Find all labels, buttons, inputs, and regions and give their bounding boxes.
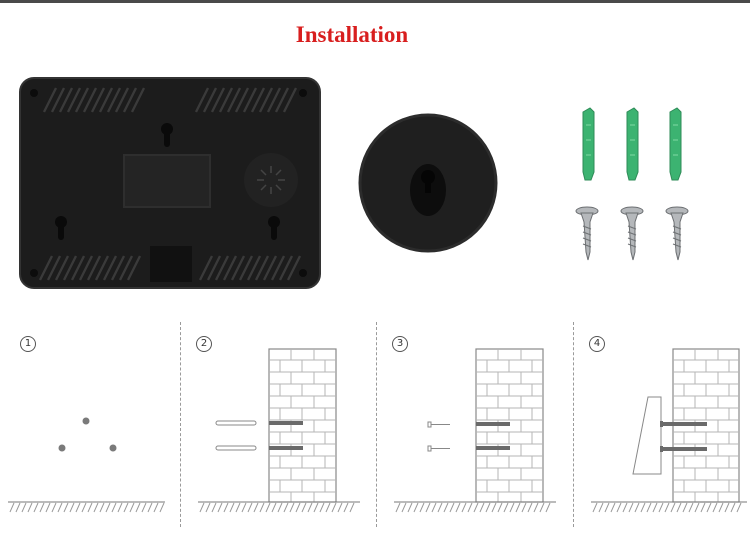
step-4-panel: 4 <box>573 322 750 527</box>
step-divider <box>573 322 574 527</box>
device-back-image <box>19 77 321 289</box>
brick-wall <box>268 348 337 503</box>
screw-in-anchor <box>660 421 707 452</box>
step-3-drawing <box>394 348 556 513</box>
step-2-panel: 2 <box>180 322 376 527</box>
step-2-drawing <box>198 348 360 513</box>
anchor-outline <box>215 420 257 451</box>
wall-anchors-image <box>582 107 682 181</box>
step-2-number: 2 <box>196 336 212 352</box>
drill-mark <box>58 444 66 452</box>
product-photos <box>19 77 689 289</box>
page-title: Installation <box>295 22 409 47</box>
step-3-panel: 3 <box>376 322 573 527</box>
round-mount-image <box>358 113 498 253</box>
step-1-drawing <box>8 417 165 513</box>
floor-hatch <box>591 501 747 513</box>
step-3-number: 3 <box>392 336 408 352</box>
screw-outline <box>427 421 450 452</box>
floor-hatch <box>8 501 165 513</box>
step-1-number: 1 <box>20 336 36 352</box>
drilled-hole <box>269 421 303 450</box>
step-divider <box>180 322 181 527</box>
step-4-number: 4 <box>589 336 605 352</box>
step-4-drawing <box>591 348 747 513</box>
floor-hatch <box>198 501 360 513</box>
device-outline <box>632 396 662 475</box>
top-rule <box>0 0 750 3</box>
floor-hatch <box>394 501 556 513</box>
step-divider <box>376 322 377 527</box>
step-1-panel: 1 <box>0 322 180 527</box>
anchor-in-wall <box>476 422 510 450</box>
screws-image <box>575 206 689 261</box>
drill-mark <box>109 444 117 452</box>
brick-wall <box>672 348 740 503</box>
drill-mark <box>82 417 90 425</box>
